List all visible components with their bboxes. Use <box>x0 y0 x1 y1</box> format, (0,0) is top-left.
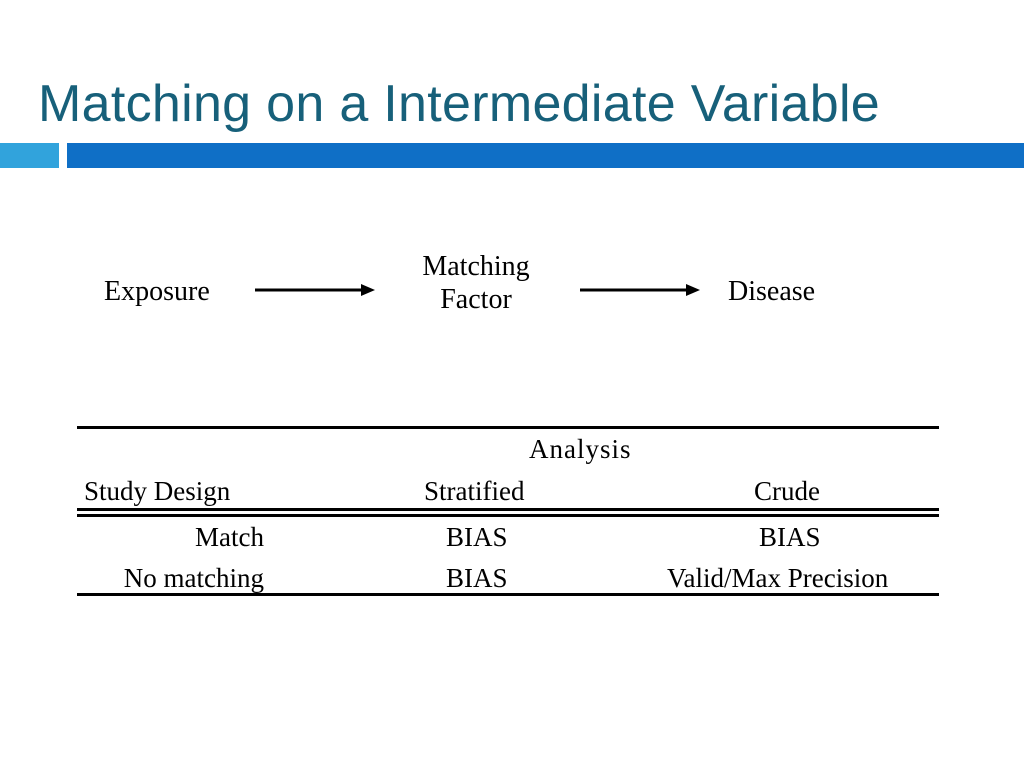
slide-title: Matching on a Intermediate Variable <box>38 75 881 133</box>
exposure-node: Exposure <box>104 276 210 307</box>
header-crude: Crude <box>754 476 820 506</box>
row-crude: BIAS <box>759 522 821 552</box>
analysis-table: Analysis Study Design Stratified Crude M… <box>77 426 939 598</box>
disease-node: Disease <box>728 276 816 307</box>
row-stratified: BIAS <box>446 563 508 593</box>
matching-factor-line1: Matching <box>422 251 530 282</box>
title-accent-bar-large <box>67 143 1024 168</box>
header-stratified: Stratified <box>424 476 525 506</box>
table-rule-bottom <box>77 593 939 596</box>
table-group-header: Analysis <box>529 434 632 464</box>
row-stratified: BIAS <box>446 522 508 552</box>
matching-factor-node: Matching Factor <box>401 250 551 316</box>
table-rule-top <box>77 426 939 429</box>
arrow-right-icon <box>255 284 375 296</box>
row-design: No matching <box>123 563 264 593</box>
matching-factor-line2: Factor <box>440 284 512 316</box>
table-rule-header-1 <box>77 508 939 511</box>
row-design: Match <box>195 522 264 552</box>
title-accent-bar-small <box>0 143 59 168</box>
header-study-design: Study Design <box>84 476 231 506</box>
arrow-right-icon <box>580 284 700 296</box>
table-rule-header-2 <box>77 514 939 517</box>
row-crude: Valid/Max Precision <box>667 563 889 593</box>
